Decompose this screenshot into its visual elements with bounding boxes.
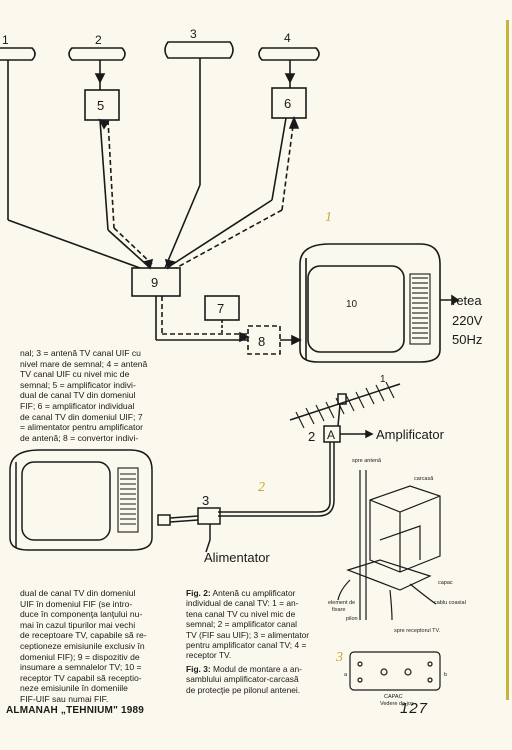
figure1-diagram: [0, 41, 460, 363]
psu-box: [197, 507, 221, 525]
box-5-label: 5: [97, 98, 104, 113]
text-block-left-top: nal; 3 = antenă TV canal UIF cu nivel ma…: [20, 348, 148, 443]
box-8: [247, 325, 281, 355]
box-6-label: 6: [284, 96, 291, 111]
text-block-left-bottom: dual de canal TV din domeniul UIF în dom…: [20, 588, 147, 704]
fig3-label-b: b: [444, 672, 447, 678]
antenna-2-shape: [68, 47, 126, 61]
page-number: 127: [400, 700, 429, 717]
fig2-caption-label: Fig. 2:: [186, 588, 211, 598]
page-edge-stripe: [506, 20, 509, 700]
footer-publication: ALMANAH „TEHNIUM" 1989: [6, 705, 145, 716]
fig2-amp-box-letter: A: [327, 428, 335, 442]
box-7-label: 7: [217, 301, 224, 316]
fig3-element-fixare-1: element de: [328, 600, 355, 606]
antenna-1-shape: [0, 47, 36, 61]
box-10-label: 10: [346, 299, 358, 310]
antenna-3-label: 3: [190, 27, 197, 41]
fig3-spre-receptor: spre receptorul TV.: [394, 628, 441, 634]
fig3-element-fixare-2: fixare: [332, 607, 345, 613]
fig3-carcasa: carcasă: [414, 476, 434, 482]
fig3-label-a: a: [344, 672, 348, 678]
fig2-caption-text: Antenă cu amplificator individual de can…: [186, 588, 310, 661]
figure2-diagram: [9, 381, 401, 553]
antenna-2-label: 2: [95, 33, 102, 47]
mains-label-line1: retea: [452, 293, 482, 308]
antenna-1-label: 1: [2, 33, 9, 47]
fig3-pilon: pilon: [346, 616, 358, 622]
fig2-psu-label: Alimentator: [204, 550, 270, 565]
antenna-3-shape: [164, 41, 234, 59]
fig2-amp-label: Amplificator: [376, 427, 445, 442]
antenna-4-shape: [258, 47, 320, 61]
box-8-label: 8: [258, 334, 265, 349]
fig3-caption-label: Fig. 3:: [186, 664, 211, 674]
tv-receiver-10: [299, 243, 460, 363]
capac-bottom-view: [349, 651, 441, 691]
fig3-capac-bottom: CAPAC: [384, 694, 403, 700]
fig3-capac: capac: [438, 580, 453, 586]
fig2-caption: Fig. 2: Antenă cu amplificator individua…: [186, 588, 336, 661]
fig3-vedere: Vedere de jos: [380, 701, 414, 707]
fig3-cablu-coaxial: cablu coaxial: [434, 600, 466, 606]
fig2-psu-number: 3: [202, 493, 209, 508]
mains-label-line3: 50Hz: [452, 332, 482, 347]
box-6: [271, 87, 307, 119]
figure2-number: 2: [258, 480, 265, 495]
box-9-label: 9: [151, 275, 158, 290]
fig2-amp-number: 2: [308, 429, 315, 444]
fig3-spre-antena: spre antenă: [352, 458, 382, 464]
fig2-antenna-number: 1: [380, 374, 386, 385]
tv-receiver-fig2: [9, 449, 153, 551]
fig3-caption: Fig. 3: Modul de montare a an- samblului…: [186, 664, 336, 695]
fig3-caption-text: Modul de montare a an- samblului amplifi…: [186, 664, 302, 695]
figure1-number: 1: [325, 210, 332, 225]
mains-label-line2: 220V: [452, 313, 483, 328]
figure3-number: 3: [336, 650, 343, 665]
antenna-4-label: 4: [284, 31, 291, 45]
figure3-diagram: [337, 470, 441, 691]
